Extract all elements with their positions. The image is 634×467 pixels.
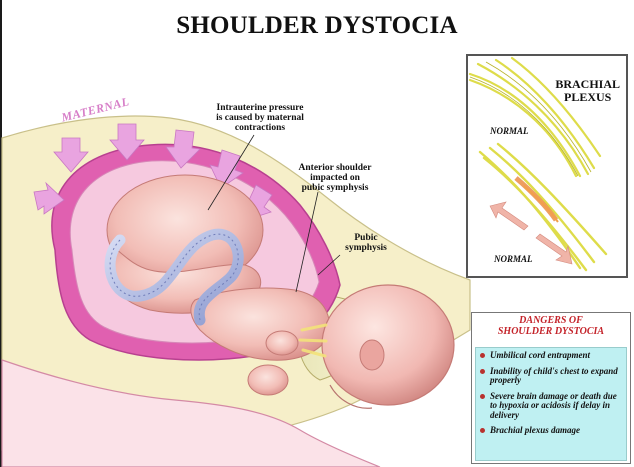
bullet-icon xyxy=(480,428,485,433)
list-item: Umbilical cord entrapment xyxy=(480,351,624,361)
dangers-list: Umbilical cord entrapment Inability of c… xyxy=(475,347,627,461)
list-item: Severe brain damage or death due to hypo… xyxy=(480,392,624,421)
bullet-icon xyxy=(480,353,485,358)
normal-label-top: NORMAL xyxy=(490,126,529,136)
brachial-plexus-title: BRACHIAL PLEXUS xyxy=(555,78,620,104)
intrauterine-pressure-label: Intrauterine pressure is caused by mater… xyxy=(210,103,310,133)
dangers-panel: DANGERS OF SHOULDER DYSTOCIA Umbilical c… xyxy=(471,312,631,464)
list-item: Brachial plexus damage xyxy=(480,426,624,436)
anterior-shoulder-label: Anterior shoulder impacted on pubic symp… xyxy=(290,163,380,193)
pubic-symphysis-label: Pubic symphysis xyxy=(338,233,394,253)
brachial-plexus-inset: BRACHIAL PLEXUS NORMAL NORMAL xyxy=(466,54,628,278)
normal-label-bottom: NORMAL xyxy=(494,254,533,264)
bullet-icon xyxy=(480,394,485,399)
bullet-icon xyxy=(480,369,485,374)
dangers-title: DANGERS OF SHOULDER DYSTOCIA xyxy=(472,315,630,337)
list-item: Inability of child's chest to expand pro… xyxy=(480,367,624,386)
